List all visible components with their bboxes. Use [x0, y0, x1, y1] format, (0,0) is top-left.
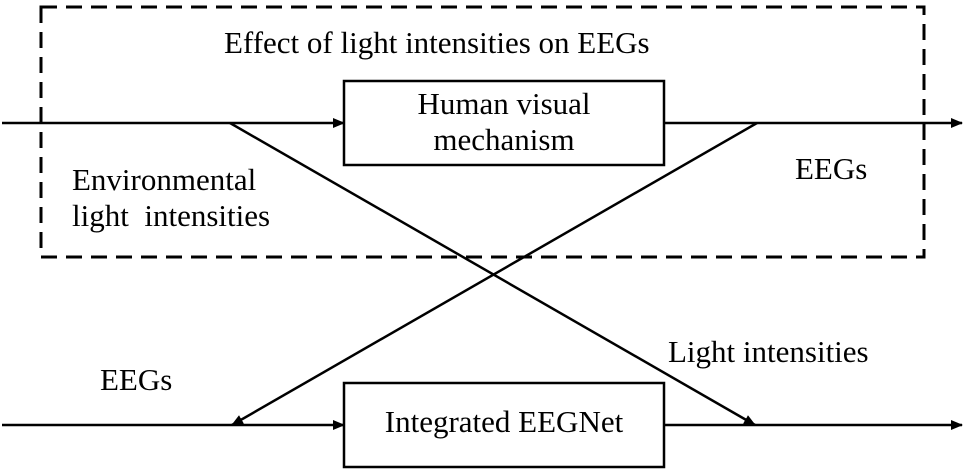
dashed-group-frame	[39, 5, 926, 259]
integrated-eegnet-box	[342, 381, 666, 469]
eeg-diagonal-arrow	[231, 121, 758, 427]
integrated-eegnet-label: Integrated EEGNet	[384, 404, 624, 439]
human-visual-mechanism-line2: mechanism	[433, 122, 575, 157]
environmental-light-line1: Environmental	[72, 162, 257, 197]
group-title: Effect of light intensities on EEGs	[224, 25, 650, 60]
environmental-light-line2: light intensities	[72, 198, 271, 233]
human-visual-mechanism-line1: Human visual	[417, 86, 591, 121]
light-intensities-label: Light intensities	[668, 334, 869, 369]
human-visual-mechanism-box	[342, 79, 666, 167]
eeg-input-label: EEGs	[100, 362, 173, 397]
environmental-light-label: Environmental light intensities	[72, 162, 270, 234]
human-visual-mechanism-label: Human visual mechanism	[345, 86, 663, 158]
eeg-output-label: EEGs	[795, 151, 868, 186]
